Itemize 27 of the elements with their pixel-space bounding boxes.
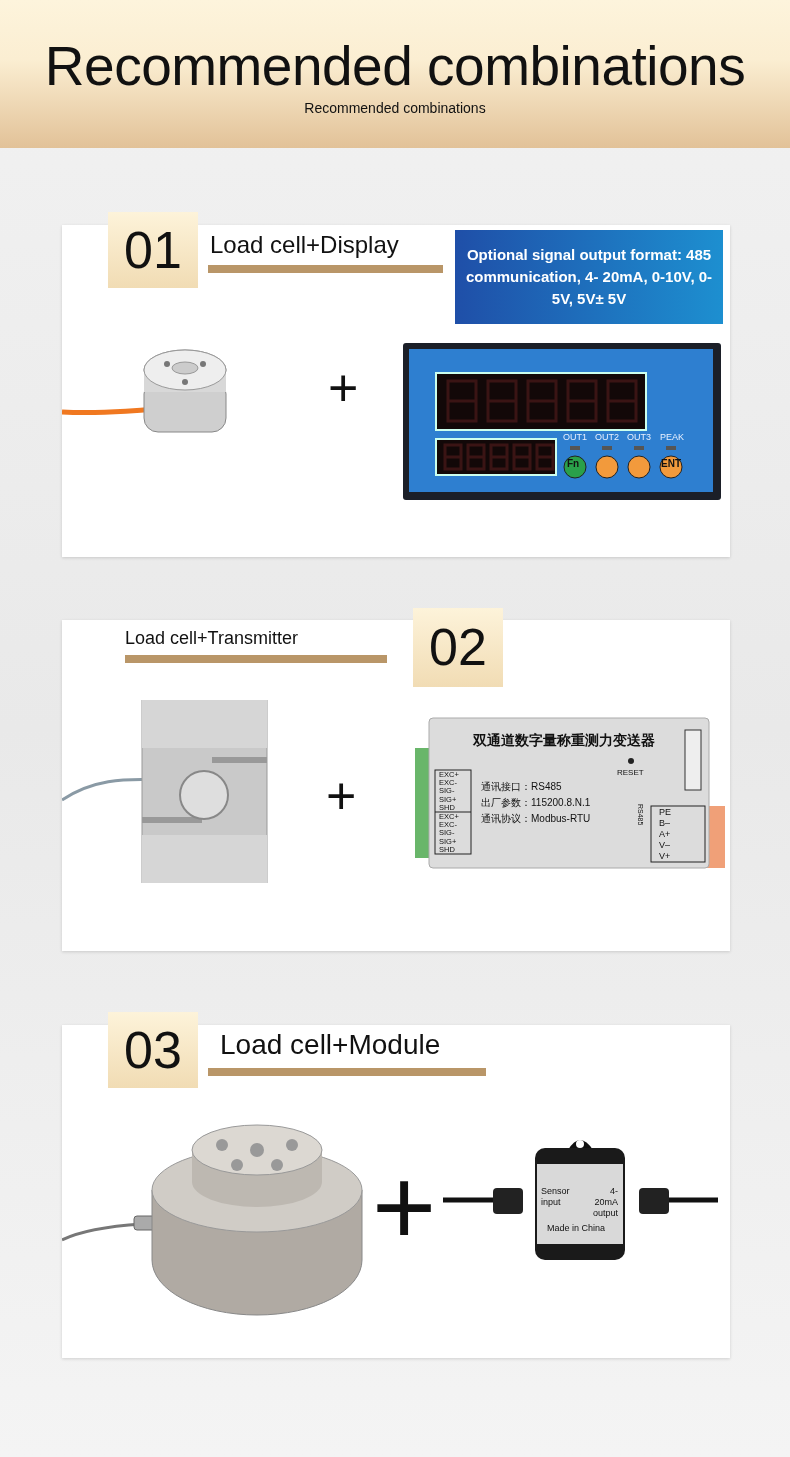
terminal-labels: PE B– A+ V– V+ [659, 807, 671, 862]
plus-sign: + [372, 1152, 437, 1262]
plus-sign: + [326, 770, 357, 822]
module-label: 4-20mA output [593, 1186, 618, 1219]
module-label: Made in China [547, 1223, 606, 1233]
spec-text: 出厂参数：115200.8.N.1 [481, 796, 591, 810]
module-label: Sensor input [541, 1186, 570, 1208]
number-badge: 01 [108, 212, 198, 288]
plus-sign: + [328, 362, 359, 414]
device-label: RESET [617, 768, 644, 777]
indicator-label: PEAK [660, 432, 684, 442]
spec-text: 通讯接口：RS485 [481, 780, 562, 794]
spec-text: 通讯协议：Modbus-RTU [481, 812, 591, 826]
section-heading: Load cell+Display [210, 231, 399, 259]
number-badge: 03 [108, 1012, 198, 1088]
indicator-label: OUT3 [627, 432, 651, 442]
indicator-label: OUT2 [595, 432, 619, 442]
page-title: Recommended combinations [43, 34, 747, 98]
number-badge: 02 [413, 608, 503, 687]
section-heading: Load cell+Module [220, 1029, 441, 1061]
info-box: Optional signal output format: 485 communication, 4- 20mA, 0-10V, 0-5V, 5V± 5V [455, 230, 723, 324]
device-title: 双通道数字量称重测力变送器 [473, 732, 655, 750]
button-label: ENT [661, 458, 681, 469]
subtitle: Recommended combinations [303, 100, 487, 116]
indicator-label: OUT1 [563, 432, 587, 442]
section-heading: Load cell+Transmitter [125, 628, 298, 649]
button-label: Fn [567, 458, 580, 469]
